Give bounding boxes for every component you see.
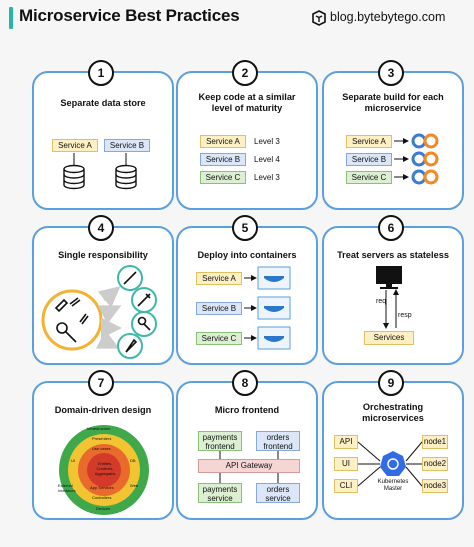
service-a-box: Service A	[200, 135, 246, 148]
step-badge: 3	[378, 60, 404, 86]
ring-entities	[87, 453, 121, 487]
step-badge: 8	[232, 370, 258, 396]
orders-frontend-box: orders frontend	[256, 431, 300, 451]
monitor-icon	[376, 266, 402, 284]
card-separate-build: Separate build for each microservice Ser…	[322, 71, 464, 210]
card-code-maturity: Keep code at a similar level of maturity…	[176, 71, 318, 210]
service-b-box: Service B	[346, 153, 392, 166]
tools-illustration	[41, 265, 157, 359]
service-a-box: Service A	[196, 272, 242, 285]
brand-url: blog.bytebytego.com	[330, 10, 446, 24]
card-title: Treat servers as stateless	[337, 250, 449, 260]
node3-box: node3	[422, 479, 448, 493]
card-title: Orchestrating microservices	[362, 402, 424, 423]
card-title: Micro frontend	[214, 405, 280, 415]
card-deploy-containers: Deploy into containers Service A Service…	[176, 226, 318, 365]
card-title: Separate data store	[60, 98, 146, 108]
header: Microservice Best Practices blog.bytebyt…	[0, 0, 474, 36]
api-gateway-box: API Gateway	[198, 459, 300, 473]
card-micro-frontend: Micro frontend payments frontend orders …	[176, 381, 318, 520]
server-illustration	[376, 266, 402, 329]
step-badge: 2	[232, 60, 258, 86]
payments-service-box: payments service	[198, 483, 242, 503]
services-box: Services	[364, 331, 414, 345]
service-b-box: Service B	[104, 139, 150, 152]
card-stateless-servers: Treat servers as stateless req resp Serv…	[322, 226, 464, 365]
ring-label: Entities, Contexts, Aggregates	[94, 461, 116, 476]
step-badge: 4	[88, 215, 114, 241]
orders-service-box: orders service	[256, 483, 300, 503]
ring-label: DB	[130, 458, 136, 463]
card-title: Domain-driven design	[54, 405, 152, 415]
ddd-onion-diagram	[59, 425, 149, 515]
card-title: Separate build for each microservice	[342, 92, 444, 113]
service-a-box: Service A	[346, 135, 392, 148]
container-icons	[244, 266, 291, 350]
step-badge: 5	[232, 215, 258, 241]
level-label: Level 3	[254, 137, 280, 146]
card-orchestrating: Orchestrating microservices API UI CLI n…	[322, 381, 464, 520]
node1-box: node1	[422, 435, 448, 449]
kubernetes-diagram	[357, 441, 423, 487]
ring-label: External Interfaces	[58, 483, 76, 493]
ring-label: UI	[71, 458, 75, 463]
build-pipeline-icons	[394, 133, 439, 185]
toolbox-circle	[41, 289, 103, 351]
page-title: Microservice Best Practices	[19, 6, 240, 25]
ui-box: UI	[334, 457, 358, 471]
tool-icons	[54, 297, 89, 343]
level-label: Level 3	[254, 173, 280, 182]
ring-label: Web	[130, 483, 139, 488]
card-single-responsibility: Single responsibility	[32, 226, 174, 365]
step-badge: 1	[88, 60, 114, 86]
kubernetes-master-label: Kubernetes Master	[377, 479, 409, 492]
database-icons	[63, 153, 137, 190]
api-box: API	[334, 435, 358, 449]
service-c-box: Service C	[196, 332, 242, 345]
ring-label: App Services	[90, 485, 114, 490]
step-badge: 7	[88, 370, 114, 396]
node2-box: node2	[422, 457, 448, 471]
database-icon-a	[63, 164, 85, 190]
ring-label: Presenters	[92, 436, 112, 441]
service-b-box: Service B	[200, 153, 246, 166]
ring-label: Devices	[96, 506, 111, 511]
single-tool-circles	[117, 265, 157, 359]
card-title: Deploy into containers	[197, 250, 297, 260]
kubernetes-icon	[380, 451, 406, 476]
ring-label: Controllers	[92, 495, 112, 500]
card-title: Keep code at a similar level of maturity	[198, 92, 296, 113]
service-c-box: Service C	[200, 171, 246, 184]
cli-box: CLI	[334, 479, 358, 493]
card-separate-data-store: Separate data store Service A Service B	[32, 71, 174, 210]
resp-label: resp	[398, 312, 412, 319]
bytebytego-logo-icon	[312, 10, 326, 26]
card-title: Single responsibility	[58, 250, 148, 260]
service-c-box: Service C	[346, 171, 392, 184]
service-a-box: Service A	[52, 139, 98, 152]
card-domain-driven-design: Domain-driven design Infrastructure Pres…	[32, 381, 174, 520]
req-label: req	[376, 298, 387, 305]
infinity-build-icon	[411, 133, 439, 185]
docker-icon	[257, 266, 291, 350]
database-icon-b	[115, 164, 137, 190]
single-tool-icons	[123, 271, 151, 353]
frontend-connectors	[219, 451, 279, 483]
payments-frontend-box: payments frontend	[198, 431, 242, 451]
ring-label: Use cases	[92, 446, 111, 451]
step-badge: 6	[378, 215, 404, 241]
title-accent-bar	[9, 7, 13, 29]
arrows	[95, 286, 122, 349]
step-badge: 9	[378, 370, 404, 396]
ring-label: Infrastructure	[87, 426, 111, 431]
service-b-box: Service B	[196, 302, 242, 315]
level-label: Level 4	[254, 155, 280, 164]
